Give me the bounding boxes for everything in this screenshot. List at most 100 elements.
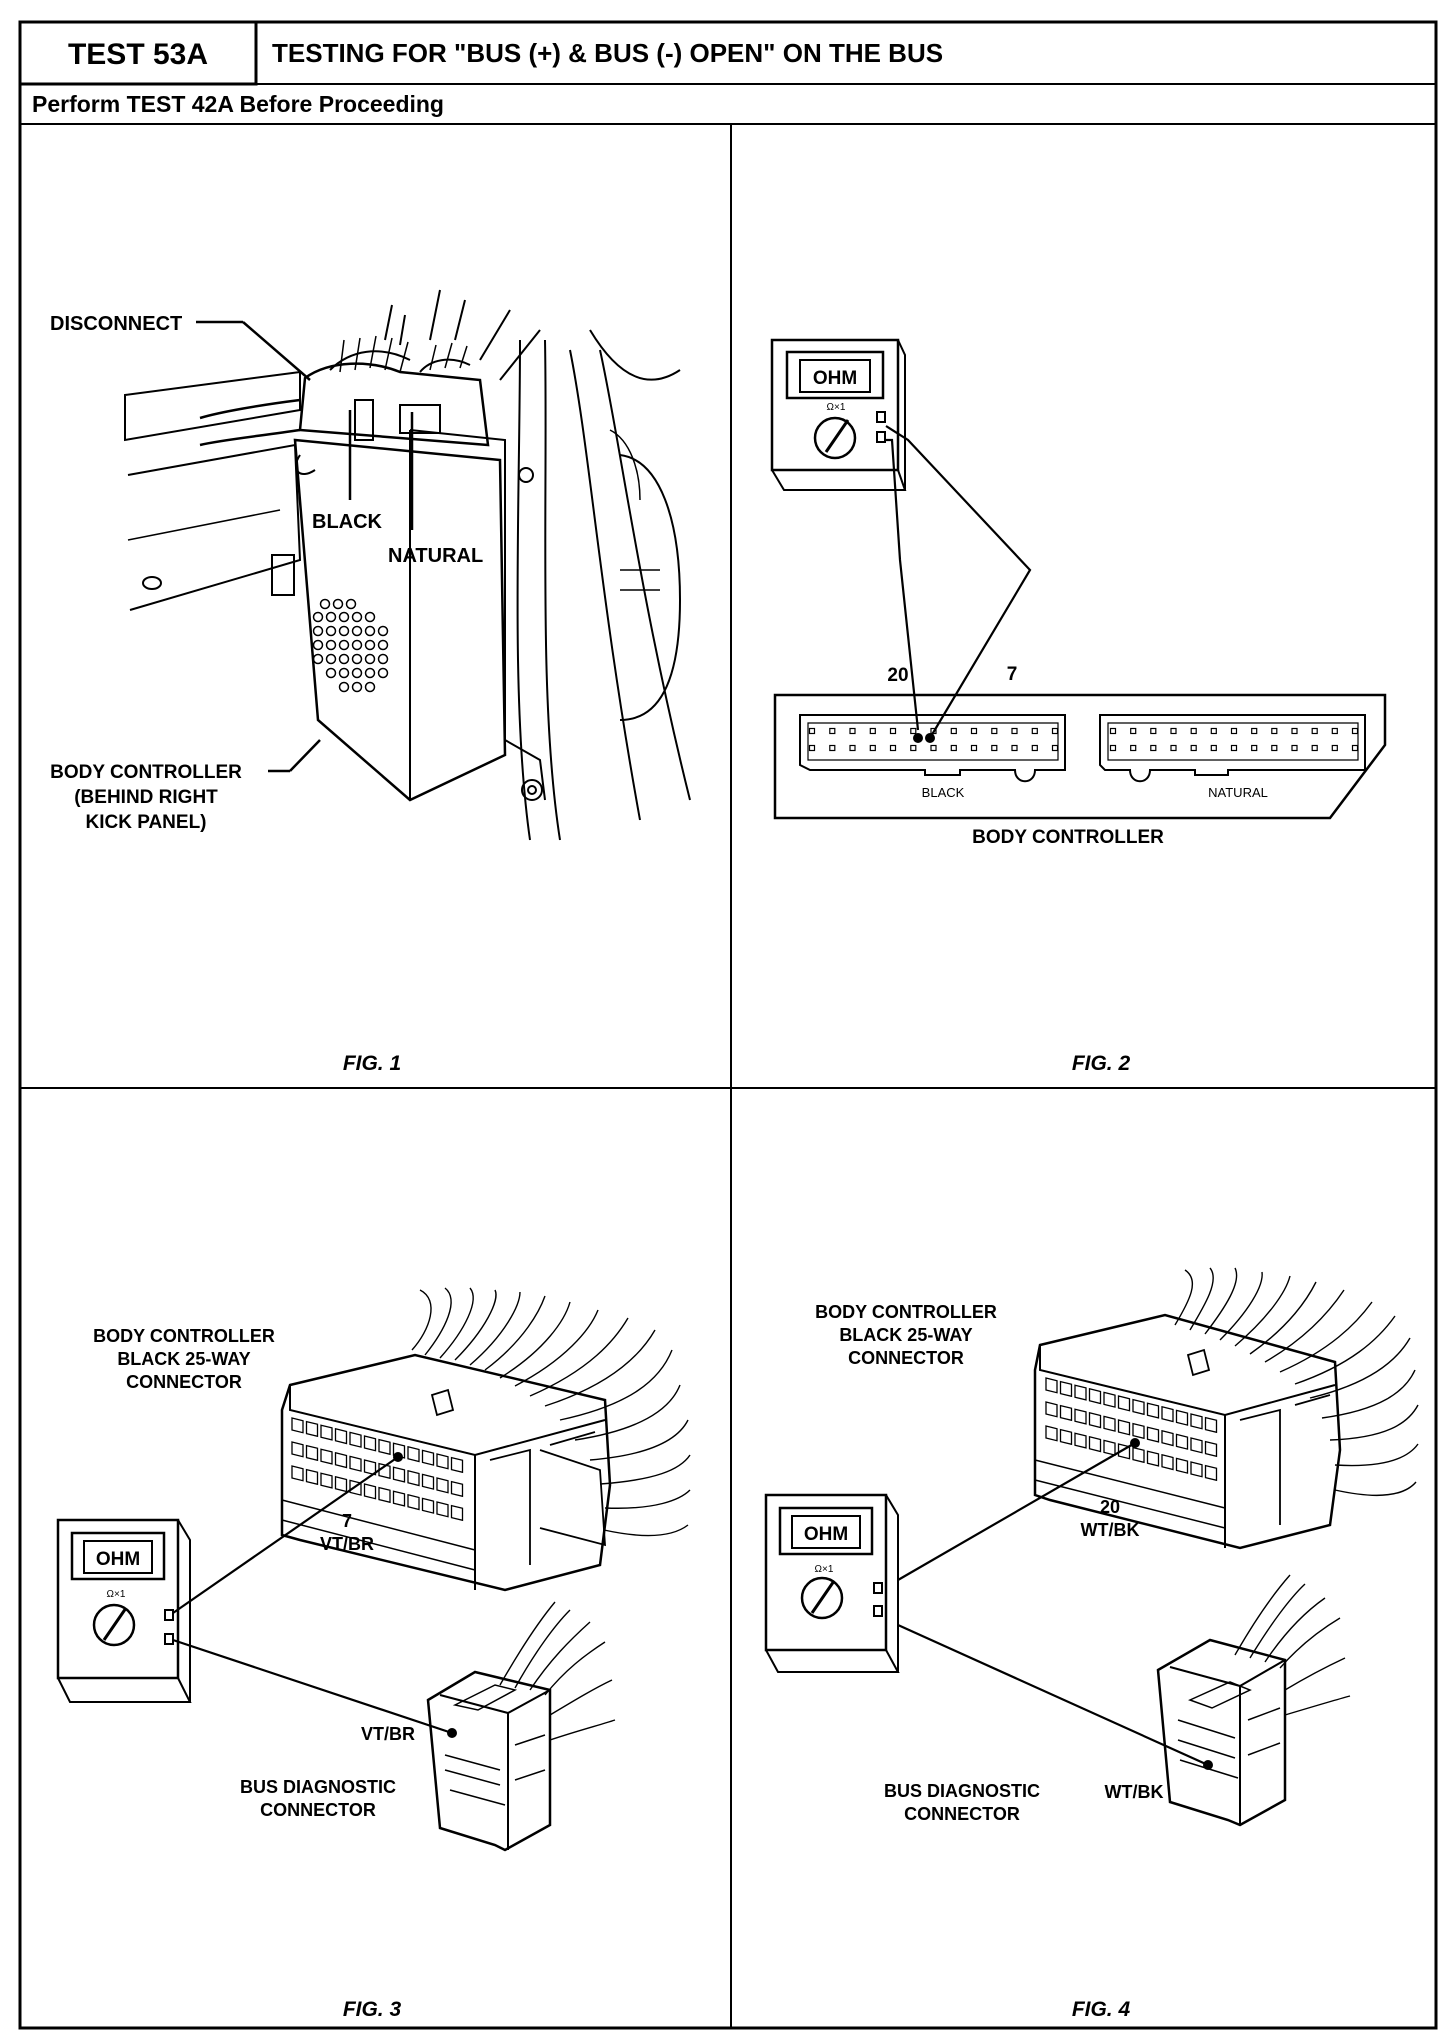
connector-cavity <box>950 727 957 735</box>
connector-cavity <box>1146 1402 1160 1419</box>
fig3-connector-cavities <box>291 1417 464 1522</box>
page-frame <box>18 20 1438 2030</box>
fig2-natural-connector-label: NATURAL <box>1208 785 1268 800</box>
connector-cavity <box>1059 1380 1073 1398</box>
connector-cavity <box>392 1442 406 1459</box>
fig3-connector-label-line2: BLACK 25-WAY <box>117 1349 250 1369</box>
connector-cavity <box>829 744 836 752</box>
connector-cavity <box>291 1441 304 1458</box>
connector-cavity <box>1190 1437 1203 1454</box>
fig3-probe-diag <box>447 1728 457 1738</box>
connector-cavity <box>1170 744 1177 752</box>
connector-cavity <box>378 1486 391 1504</box>
connector-cavity <box>1051 744 1059 752</box>
connector-cavity <box>450 1504 464 1522</box>
fig2-pin-7-label: 7 <box>1007 664 1018 685</box>
connector-cavity <box>1161 1453 1174 1471</box>
connector-cavity <box>349 1431 362 1448</box>
fig1-label-controller-line3: KICK PANEL) <box>85 812 206 833</box>
fig2-ohmmeter <box>770 338 907 491</box>
connector-cavity <box>1011 744 1018 752</box>
fig2-controller-plate <box>773 693 1387 820</box>
fig3-pin-wire-color: VT/BR <box>320 1534 374 1554</box>
fig3-lead-to-pin <box>172 1456 399 1614</box>
fig4-pin-number: 20 <box>1100 1497 1120 1517</box>
connector-cavity <box>1031 727 1038 735</box>
connector-cavity <box>392 1490 406 1507</box>
connector-cavity <box>407 1445 420 1463</box>
fig4-diag-wire-color: WT/BK <box>1105 1782 1164 1802</box>
connector-cavity <box>1351 727 1359 735</box>
fig4-meter-display: OHM <box>804 1524 848 1545</box>
connector-cavity <box>436 1501 449 1518</box>
test-id: TEST 53A <box>68 38 208 71</box>
connector-cavity <box>1045 1425 1058 1442</box>
connector-cavity <box>1331 727 1338 735</box>
fig1-label-controller-line1: BODY CONTROLLER <box>50 762 242 783</box>
fig1-label-natural: NATURAL <box>388 545 483 567</box>
connector-cavity <box>1204 1416 1218 1434</box>
connector-cavity <box>1103 1439 1116 1456</box>
fig2-probe-pin-7 <box>925 733 935 743</box>
connector-cavity <box>1088 1411 1102 1429</box>
connector-cavity <box>363 1435 377 1452</box>
connector-cavity <box>1204 1440 1218 1458</box>
connector-cavity <box>1132 1398 1145 1416</box>
connector-cavity <box>1117 1395 1131 1412</box>
connector-cavity <box>930 744 937 752</box>
fig1-label-controller-line2: (BEHIND RIGHT <box>74 787 218 808</box>
fig4-harness-wires <box>1174 1267 1419 1496</box>
fig2-pin-20-label: 20 <box>887 665 908 686</box>
connector-cavity <box>1351 744 1359 752</box>
fig1-caption: FIG. 1 <box>343 1052 401 1075</box>
fig4-caption: FIG. 4 <box>1072 1998 1131 2021</box>
fig2-black-connector <box>799 714 1066 783</box>
connector-cavity <box>1251 727 1258 735</box>
connector-cavity <box>1175 1433 1189 1450</box>
connector-cavity <box>363 1459 377 1476</box>
fig4-meter-range: Ω×1 <box>815 1564 834 1575</box>
connector-cavity <box>421 1449 435 1466</box>
fig1-label-black: BLACK <box>312 511 383 533</box>
connector-cavity <box>1175 1409 1189 1426</box>
connector-cavity <box>320 1448 333 1465</box>
connector-cavity <box>930 727 937 735</box>
connector-cavity <box>436 1477 449 1494</box>
connector-cavity <box>1074 1384 1087 1401</box>
fig3-harness-wires <box>411 1287 691 1537</box>
connector-cavity <box>1031 744 1038 752</box>
connector-cavity <box>349 1455 362 1472</box>
connector-cavity <box>1150 744 1157 752</box>
fig3-connector-label-line1: BODY CONTROLLER <box>93 1326 275 1346</box>
connector-cavity <box>1103 1391 1116 1408</box>
connector-cavity <box>1059 1428 1073 1446</box>
connector-cavity <box>1011 727 1018 735</box>
connector-cavity <box>950 744 957 752</box>
connector-cavity <box>392 1466 406 1483</box>
connector-cavity <box>320 1424 333 1441</box>
connector-cavity <box>1051 727 1059 735</box>
fig4-connector-label-line2: BLACK 25-WAY <box>839 1325 972 1345</box>
fig1-label-disconnect: DISCONNECT <box>50 313 182 335</box>
connector-cavity <box>1190 744 1197 752</box>
test-id-box <box>18 20 258 86</box>
fig3-caption: FIG. 3 <box>343 1998 402 2021</box>
connector-cavity <box>334 1475 348 1493</box>
connector-cavity <box>1117 1419 1131 1436</box>
connector-cavity <box>1190 1461 1203 1478</box>
fig2-lead-2 <box>885 425 1032 739</box>
connector-cavity <box>991 727 998 735</box>
connector-cavity <box>1130 744 1137 752</box>
fig3-diag-wire-color: VT/BR <box>361 1724 415 1744</box>
fig3-meter-display: OHM <box>96 1549 140 1570</box>
connector-cavity <box>1150 727 1157 735</box>
connector-cavity <box>970 727 978 735</box>
connector-cavity <box>991 744 998 752</box>
connector-cavity <box>1088 1387 1102 1405</box>
connector-cavity <box>849 744 856 752</box>
connector-cavity <box>450 1480 464 1498</box>
connector-cavity <box>421 1473 435 1490</box>
connector-cavity <box>829 727 836 735</box>
connector-cavity <box>970 744 978 752</box>
